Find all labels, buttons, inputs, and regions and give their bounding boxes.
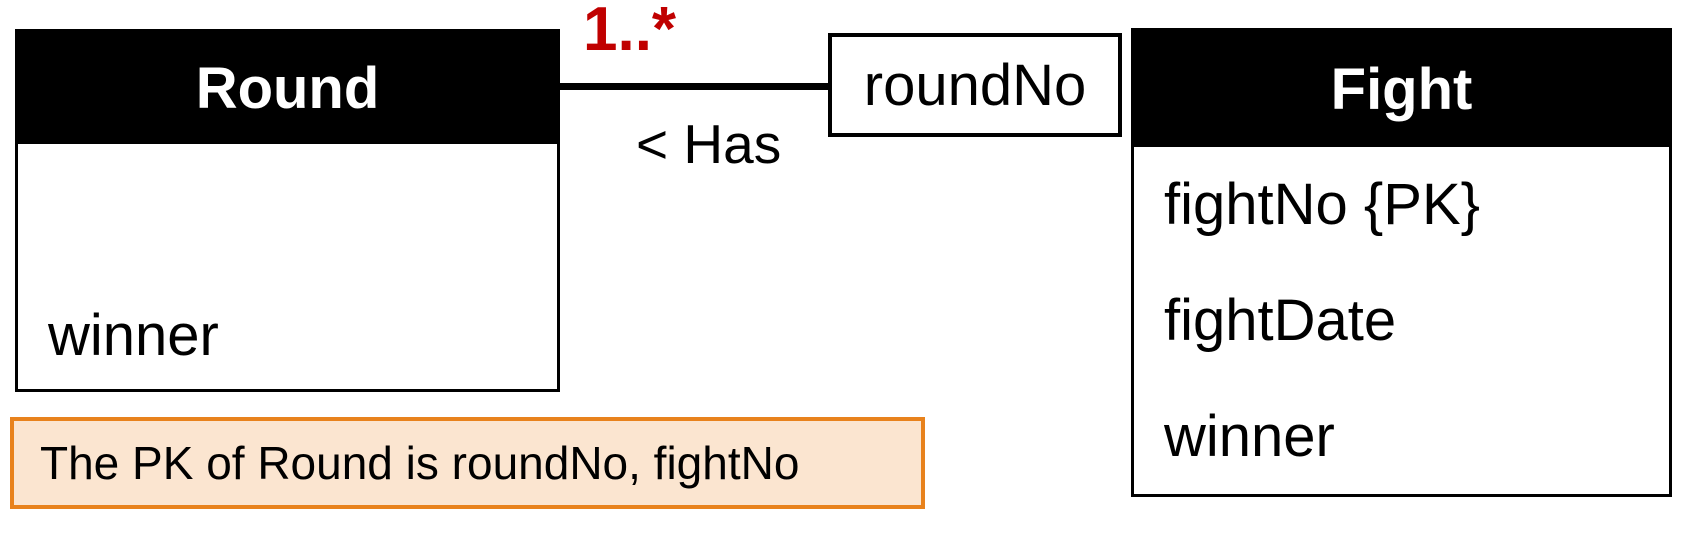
- entity-round-attributes: winner: [18, 144, 557, 389]
- entity-round-title: Round: [195, 55, 380, 121]
- entity-fight-header: Fight: [1134, 31, 1669, 147]
- multiplicity-label: 1..*: [583, 0, 677, 64]
- note-box: The PK of Round is roundNo, fightNo: [10, 417, 925, 509]
- association-class-box: roundNo: [828, 33, 1122, 137]
- attribute-fight-winner: winner: [1164, 403, 1335, 469]
- entity-fight-title: Fight: [1330, 56, 1473, 122]
- relationship-label: < Has: [636, 113, 782, 175]
- note-text: The PK of Round is roundNo, fightNo: [40, 437, 800, 489]
- association-attribute-roundno: roundNo: [863, 52, 1087, 118]
- attribute-row: fightNo {PK}: [1164, 147, 1669, 263]
- entity-fight-attributes: fightNo {PK} fightDate winner: [1134, 147, 1669, 494]
- attribute-row: winner: [1164, 378, 1669, 494]
- entity-fight: Fight fightNo {PK} fightDate winner: [1131, 28, 1672, 497]
- attribute-fight-fightdate: fightDate: [1164, 288, 1397, 353]
- association-line: [560, 83, 828, 90]
- attribute-fight-fightno: fightNo {PK}: [1164, 172, 1480, 238]
- entity-round: Round winner: [15, 29, 560, 392]
- attribute-round-winner: winner: [48, 303, 219, 368]
- attribute-row: fightDate: [1164, 263, 1669, 379]
- entity-round-header: Round: [18, 32, 557, 144]
